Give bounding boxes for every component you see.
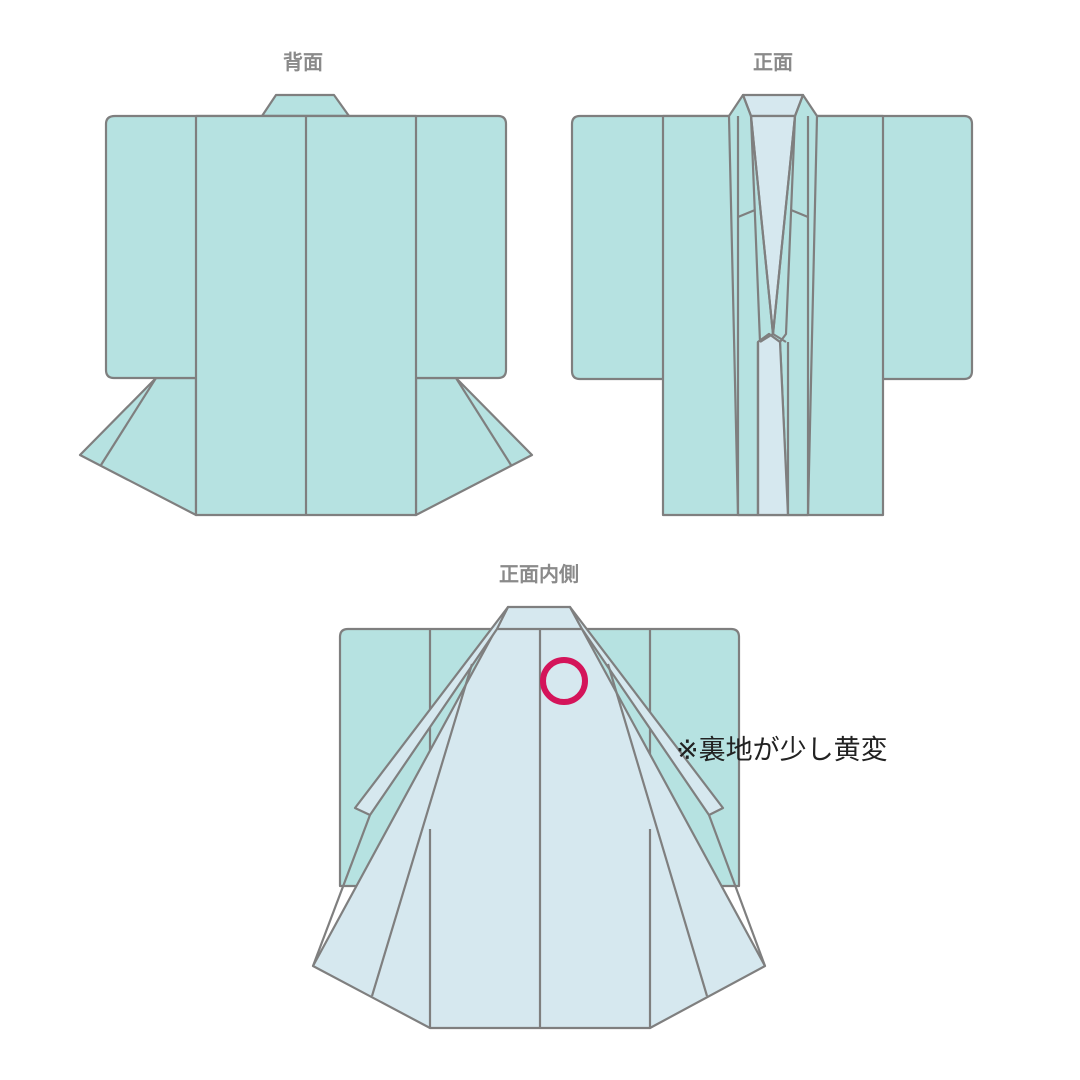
front-view [570,93,974,517]
back-view [78,93,534,517]
front-inside-view-label: 正面内側 [499,562,579,586]
front-view-label: 正面 [753,50,793,74]
lining-yellowing-note: ※裏地が少し黄変 [676,735,888,766]
back-view-label: 背面 [283,50,323,74]
front-inside-view [311,605,767,1030]
stain-marker-circle [540,657,588,705]
